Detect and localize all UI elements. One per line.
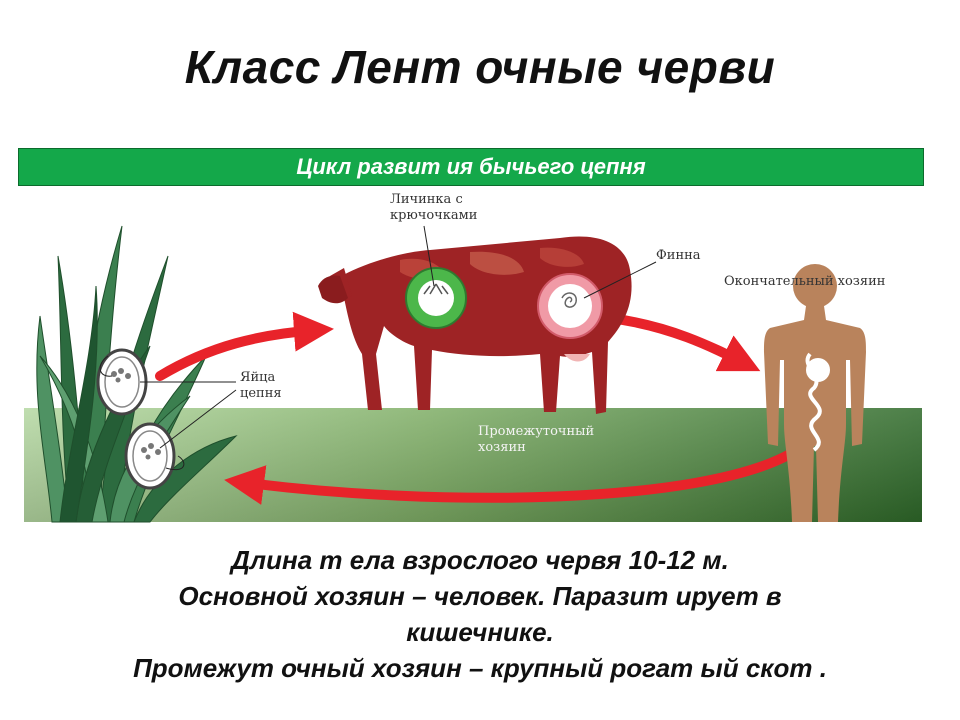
cycle-banner: Цикл развит ия бычьего цепня <box>18 148 924 186</box>
label-intermediate-line-1: Промежуточный <box>478 424 595 439</box>
life-cycle-illustration <box>24 225 922 523</box>
description-line-2: Основной хозяин – человек. Паразит ирует… <box>178 581 782 611</box>
cow-pointer-lines <box>423 225 657 299</box>
cow-illustration <box>318 236 632 414</box>
life-cycle-diagram: Личинка с крючочками Финна Окончательный… <box>0 186 960 526</box>
description-text: Длина т ела взрослого червя 10-12 м. Осн… <box>0 542 960 686</box>
description-line-1: Длина т ела взрослого червя 10-12 м. <box>231 545 729 575</box>
egg-top <box>96 348 148 416</box>
description-line-3: кишечнике. <box>406 617 554 647</box>
label-final-host: Окончательный хозяин <box>724 274 886 289</box>
egg-bottom <box>124 422 176 490</box>
human-intestine <box>805 352 830 452</box>
label-larva-line-1: Личинка с <box>390 192 463 207</box>
label-eggs: Яйца цепня <box>240 370 282 402</box>
arrow-eggs-to-cow <box>155 311 334 381</box>
human-silhouette <box>764 264 866 522</box>
slide-title: Класс Лент очные черви <box>184 41 776 93</box>
description-line-4: Промежут очный хозяин – крупный рогат ый… <box>133 653 827 683</box>
label-intermediate-host: Промежуточный хозяин <box>478 424 594 456</box>
label-eggs-line-1: Яйца <box>240 370 276 385</box>
arrow-cow-to-human <box>605 313 761 372</box>
arrow-human-to-grass <box>224 449 795 505</box>
label-intermediate-line-2: хозяин <box>478 440 526 455</box>
label-larva-line-2: крючочками <box>390 208 478 223</box>
label-finna: Финна <box>656 248 701 263</box>
label-larva: Личинка с крючочками <box>390 192 477 224</box>
label-eggs-line-2: цепня <box>240 386 282 401</box>
egg-pointer-lines <box>99 355 237 470</box>
